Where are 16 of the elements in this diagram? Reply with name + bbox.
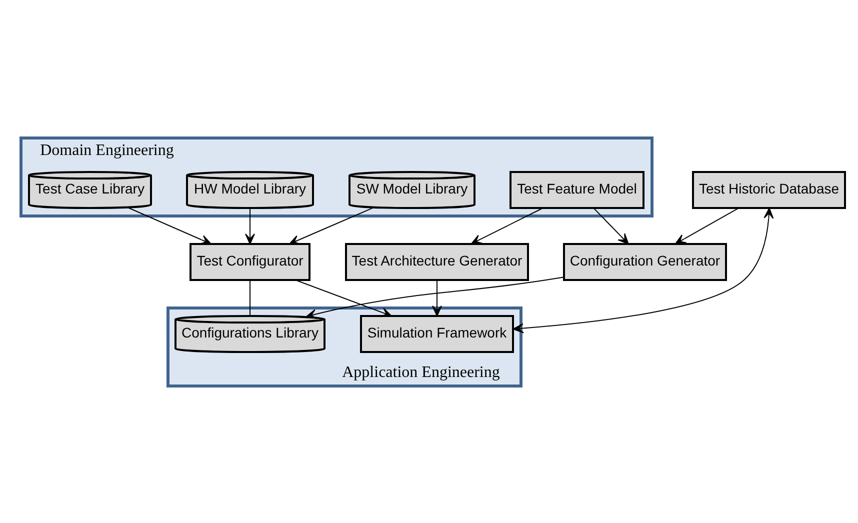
- node-box: Test Feature Model: [510, 170, 644, 208]
- node-box: Simulation Framework: [360, 314, 514, 352]
- arrow: [128, 206, 212, 244]
- node-box: Configuration Generator: [563, 242, 727, 280]
- arrow: [512, 207, 774, 333]
- node-box: Test Configurator: [190, 242, 310, 280]
- arrow: [288, 206, 374, 244]
- arrow: [295, 279, 392, 317]
- arrow: [245, 207, 255, 244]
- arrow: [432, 279, 442, 316]
- arrow: [470, 207, 544, 244]
- arrow: [593, 207, 629, 244]
- arrow: [674, 207, 740, 244]
- arrow: [306, 276, 564, 319]
- node-box: Test Architecture Generator: [345, 242, 529, 280]
- node-box: Test Historic Database: [692, 170, 846, 208]
